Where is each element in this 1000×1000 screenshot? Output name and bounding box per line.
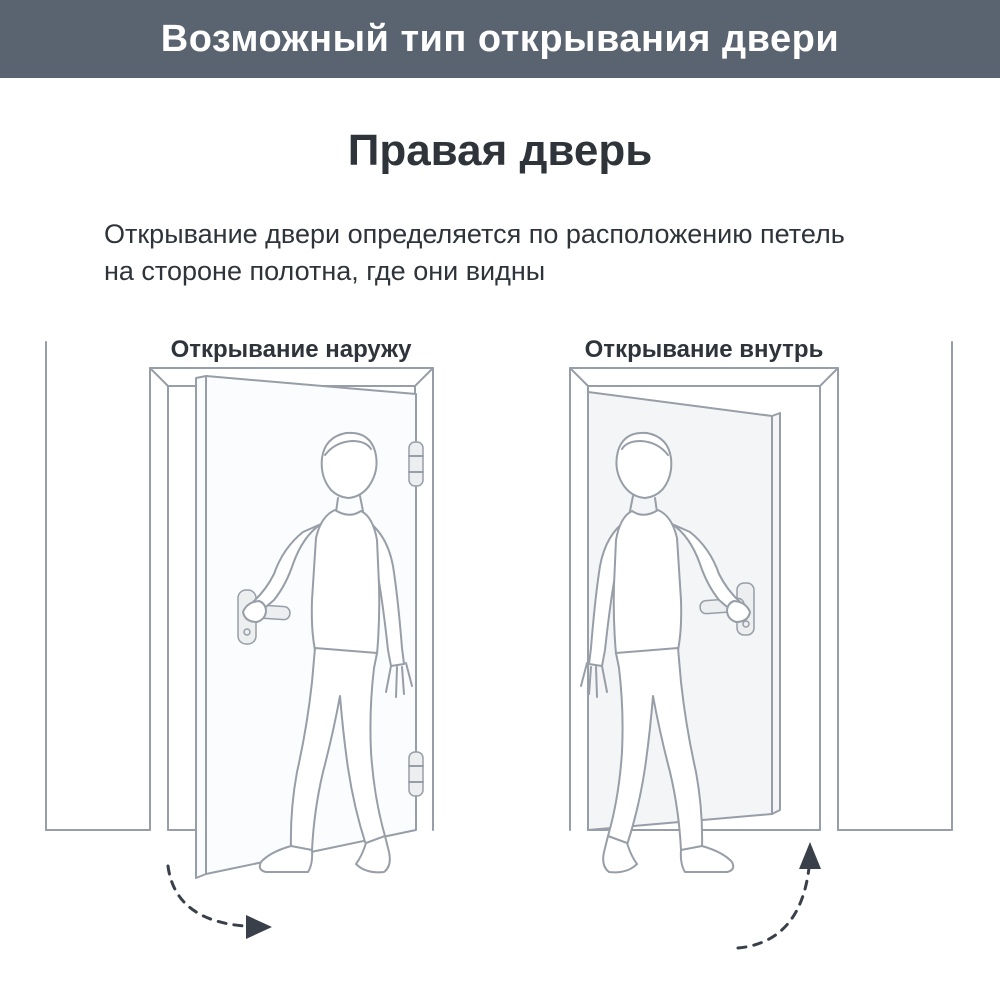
header-title: Возможный тип открывания двери <box>160 17 840 60</box>
outward-scene <box>45 341 434 939</box>
person-figure-inward <box>580 431 751 874</box>
door-leaf-inward <box>587 391 781 831</box>
description-line-1: Открывание двери определяется по располо… <box>104 219 845 249</box>
person-figure-outward <box>242 431 413 874</box>
description-line-2: на стороне полотна, где они видны <box>104 256 546 286</box>
wall-left <box>45 341 151 831</box>
wall-right <box>837 341 953 831</box>
door-frame-inward <box>569 367 839 831</box>
header-bar: Возможный тип открывания двери <box>0 0 1000 78</box>
swing-arrow-outward <box>166 864 272 939</box>
panel-label-inward: Открывание внутрь <box>584 336 824 363</box>
door-frame-outward <box>149 367 434 831</box>
door-leaf-outward <box>195 375 417 879</box>
hinge-icon-bottom <box>408 751 424 797</box>
panel-label-outward: Открывание наружу <box>170 336 412 363</box>
swing-arrow-inward <box>736 842 821 950</box>
door-handle-icon-inward <box>699 582 755 636</box>
description: Открывание двери определяется по располо… <box>104 216 964 290</box>
hinge-icon-top <box>408 441 424 487</box>
page-title: Правая дверь <box>347 126 653 175</box>
inward-scene <box>569 341 953 950</box>
door-handle-icon-outward <box>237 589 291 645</box>
